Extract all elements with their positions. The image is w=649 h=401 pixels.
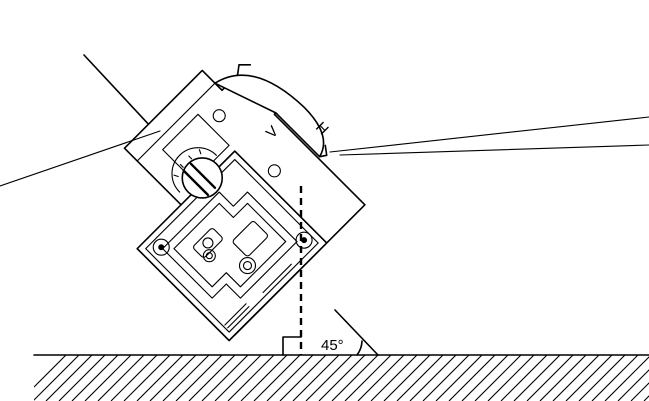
hatch-line <box>71 355 119 401</box>
ground-hatching <box>34 355 649 401</box>
hatch-line <box>539 355 587 401</box>
plate-contour <box>162 191 298 299</box>
dome-tab <box>236 63 252 76</box>
hatch-line <box>435 355 483 401</box>
hatch-line <box>578 355 626 401</box>
hatch-line <box>461 355 509 401</box>
leader-line-right-bottom <box>339 144 649 156</box>
hatch-line <box>227 355 275 401</box>
hatch-line <box>331 355 379 401</box>
hatch-line <box>604 356 649 401</box>
panel-edge <box>136 82 216 162</box>
hatch-line <box>34 355 80 401</box>
hatch-line <box>630 382 649 401</box>
hatch-line <box>513 355 561 401</box>
knob <box>238 257 257 275</box>
hatch-line <box>279 355 327 401</box>
dial-tick <box>179 163 184 168</box>
screw <box>202 249 216 263</box>
hatch-line <box>370 355 418 401</box>
dial-pointer <box>182 169 210 197</box>
hatch-line <box>123 355 171 401</box>
hatch-line <box>45 355 93 401</box>
dial-scale <box>171 147 217 193</box>
hatch-line <box>110 355 158 401</box>
leader-line-right-top <box>329 116 649 153</box>
hatch-line <box>240 355 288 401</box>
dial-tick <box>188 155 193 160</box>
level-bubble <box>202 237 214 249</box>
hatch-line <box>591 355 639 401</box>
hatch-line <box>175 355 223 401</box>
device <box>123 63 366 342</box>
hatch-line <box>526 355 574 401</box>
adjustment-dial <box>181 157 224 199</box>
level-vial <box>193 228 223 258</box>
right-angle-marker <box>282 336 302 356</box>
dial-tick <box>173 174 179 178</box>
screw <box>205 252 213 260</box>
hatch-line <box>487 355 535 401</box>
hatch-line <box>383 355 431 401</box>
hatch-line <box>136 355 184 401</box>
screw-center <box>158 244 165 251</box>
connector <box>232 221 269 257</box>
dial-pointer <box>189 162 217 190</box>
groove <box>227 306 250 329</box>
wall-line <box>83 54 153 129</box>
hatch-line <box>422 355 470 401</box>
hatch-line <box>188 355 236 401</box>
hatch-line <box>84 355 132 401</box>
hatch-line <box>149 355 197 401</box>
leader-line-left <box>0 130 161 187</box>
dial-tick <box>198 149 202 155</box>
hatch-line <box>162 355 210 401</box>
hatch-line <box>344 355 392 401</box>
lens-dome <box>214 74 325 158</box>
hatch-line <box>97 355 145 401</box>
device-edge-line <box>334 309 379 356</box>
screw <box>295 231 313 249</box>
mounting-plate <box>136 150 328 342</box>
dome-tab <box>318 144 328 158</box>
angle-label: 45° <box>321 337 344 354</box>
hatch-line <box>266 355 314 401</box>
hatch-line <box>565 355 613 401</box>
hatch-line <box>305 355 353 401</box>
ground <box>33 354 649 401</box>
hatch-line <box>201 355 249 401</box>
screw-hole <box>267 164 281 178</box>
groove <box>224 303 247 326</box>
hatch-line <box>409 355 457 401</box>
hatch-line <box>500 355 548 401</box>
angle-arc <box>356 340 363 356</box>
hatch-line <box>253 355 301 401</box>
hatch-line <box>396 355 444 401</box>
screw-center <box>301 237 308 244</box>
hatch-line <box>552 355 600 401</box>
plate-inner-frame <box>145 158 319 333</box>
hatch-line <box>214 355 262 401</box>
plate-contour-inner <box>173 202 287 288</box>
screw-hole <box>212 109 226 123</box>
knob-center <box>242 261 253 271</box>
hatch-line <box>318 355 366 401</box>
hatch-line <box>357 355 405 401</box>
screw <box>152 238 170 256</box>
hatch-line <box>34 355 67 388</box>
hatch-line <box>448 355 496 401</box>
hatch-line <box>474 355 522 401</box>
hatch-line <box>617 369 649 401</box>
groove <box>262 263 292 294</box>
hatch-line <box>292 355 340 401</box>
hatch-line <box>58 355 106 401</box>
